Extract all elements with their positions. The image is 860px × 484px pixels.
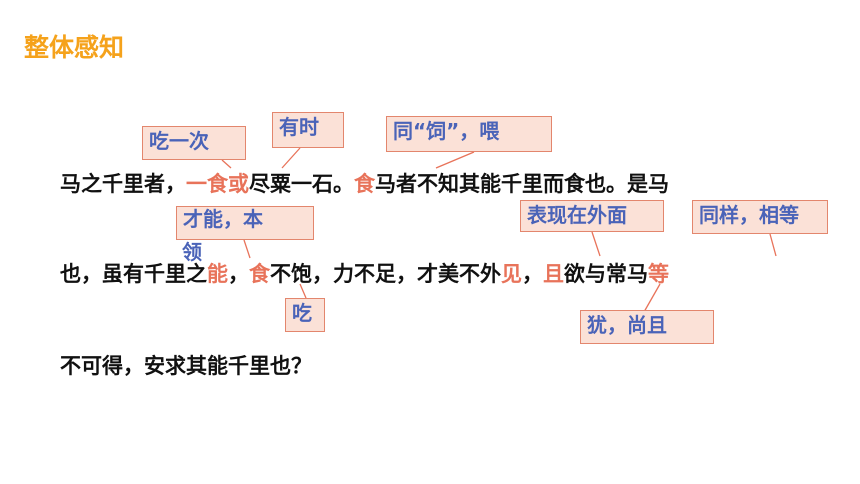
leader-tongyang [769, 233, 777, 257]
highlight-si: 食 [354, 172, 375, 196]
text-segment: 马之千里者， [60, 172, 186, 196]
text-segment: 欲与常马 [564, 262, 648, 286]
text-line-1: 马之千里者，一食或尽粟一石。食马者不知其能千里而食也。是马 [60, 168, 669, 198]
text-segment: 不饱，力不足，才美不外 [270, 262, 501, 286]
leader-youshi [281, 147, 301, 169]
note-youshi: 有时 [272, 112, 344, 148]
highlight-neng: 能 [207, 262, 228, 286]
leader-youqie [643, 283, 661, 313]
leader-yici [221, 159, 232, 169]
note-tongyang: 同样，相等 [692, 200, 828, 234]
highlight-qie: 且 [543, 262, 564, 286]
note-caineng: 才能，本 [176, 206, 314, 240]
note-caineng-line-1: 才能，本 [183, 207, 263, 231]
highlight-huo: 或 [228, 172, 249, 196]
leader-biaoxian [591, 231, 601, 257]
note-biaoxian: 表现在外面 [520, 200, 664, 232]
leader-si [435, 151, 475, 169]
note-caineng-line-2: 领 [182, 240, 202, 264]
text-line-3: 不可得，安求其能千里也？ [60, 354, 312, 378]
text-segment: ， [522, 262, 543, 286]
leader-chi [299, 283, 307, 299]
text-segment: 尽粟一石。 [249, 172, 354, 196]
highlight-shi-2: 食 [249, 262, 270, 286]
text-segment: 也，虽有千里之 [60, 262, 207, 286]
text-segment: ， [228, 262, 249, 286]
highlight-yi: 一 [186, 172, 207, 196]
highlight-xian: 见 [501, 262, 522, 286]
note-youqie: 犹，尚且 [580, 310, 714, 344]
highlight-deng: 等 [648, 262, 669, 286]
text-segment: 马者不知其能千里而食也。是马 [375, 172, 669, 196]
note-yici: 吃一次 [142, 126, 246, 160]
text-line-2: 也，虽有千里之能，食不饱，力不足，才美不外见，且欲与常马等 [60, 258, 669, 288]
note-chi: 吃 [285, 298, 325, 332]
leader-caineng [243, 239, 251, 259]
section-title: 整体感知 [24, 33, 125, 62]
note-si: 同“饲”，喂 [386, 116, 552, 152]
highlight-shi: 食 [207, 172, 228, 196]
